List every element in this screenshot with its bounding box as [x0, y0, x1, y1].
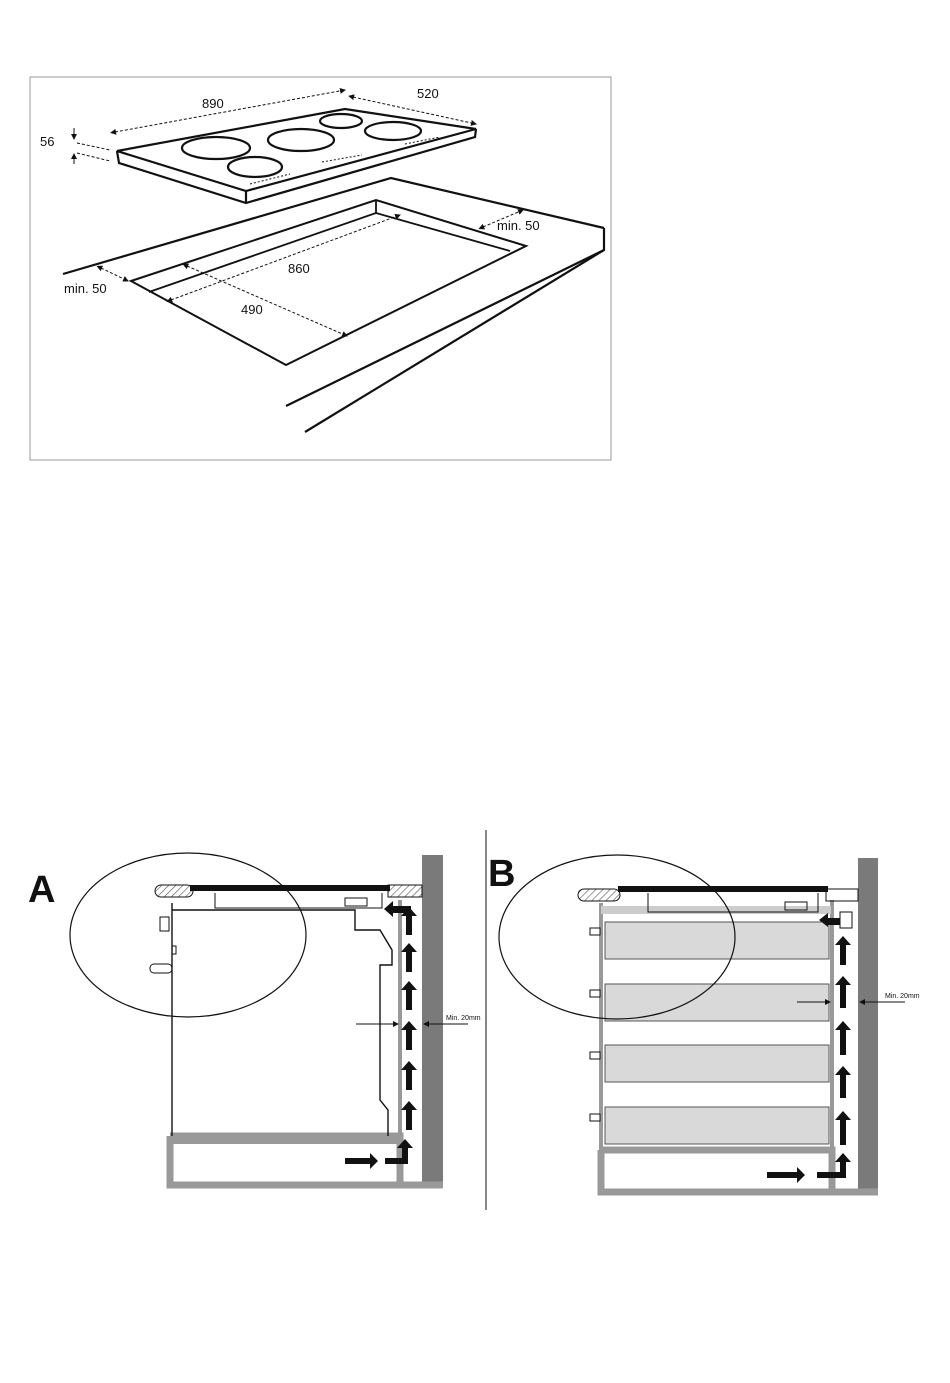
wall-b — [858, 858, 878, 1195]
airflow-arrows-a — [345, 901, 417, 1169]
burner-right-icon — [365, 122, 421, 140]
hob-dimension-diagram: 890 520 56 860 490 min. 50 min. 50 — [30, 77, 611, 460]
drawer-3 — [605, 1045, 829, 1082]
handle-1 — [590, 928, 600, 935]
drawer-handles-b — [590, 928, 600, 1121]
cabinet-frame-b — [601, 1150, 878, 1192]
worktop-a — [155, 885, 193, 897]
burner-small-front-icon — [228, 157, 282, 177]
worktop-b — [578, 889, 620, 901]
drawer-1 — [605, 922, 829, 959]
dim-min-front: min. 50 — [64, 281, 107, 296]
gap-label-a: Min. 20mm — [446, 1015, 481, 1022]
worktop — [63, 178, 604, 432]
dim-depth: 520 — [417, 86, 439, 101]
label-a: A — [28, 869, 55, 911]
hob-b — [618, 886, 828, 892]
hob-a — [190, 885, 390, 891]
wall-a — [422, 855, 443, 1185]
drawers-b — [605, 922, 829, 1144]
drawer-4 — [605, 1107, 829, 1144]
dim-cutout-width: 860 — [288, 261, 310, 276]
burner-front-left-icon — [182, 137, 250, 159]
ventilation-diagram-b: B — [488, 853, 920, 1195]
label-b: B — [488, 853, 515, 895]
dim-width: 890 — [202, 96, 224, 111]
gap-label-b: Min. 20mm — [885, 993, 920, 1000]
dim-min-back: min. 50 — [497, 218, 540, 233]
burner-back-icon — [320, 114, 362, 128]
handle-4 — [590, 1114, 600, 1121]
hob — [117, 109, 476, 203]
dim-height: 56 — [40, 134, 54, 149]
handle-2 — [590, 990, 600, 997]
ventilation-diagram-a: A Min. 20 — [28, 853, 481, 1185]
drawer-2 — [605, 984, 829, 1021]
diagram-frame — [30, 77, 611, 460]
burner-center-icon — [268, 129, 334, 151]
oven-a — [172, 903, 392, 1136]
detail-circle-a — [70, 853, 306, 1017]
handle-3 — [590, 1052, 600, 1059]
dim-cutout-depth: 490 — [241, 302, 263, 317]
